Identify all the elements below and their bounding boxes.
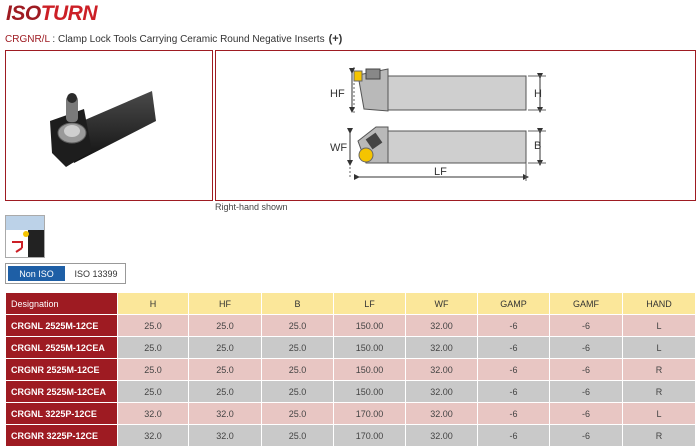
cell-designation[interactable]: CRGNL 2525M-12CEA bbox=[5, 336, 118, 359]
family-code: CRGNR/L bbox=[5, 34, 50, 45]
cell-lf: 150.00 bbox=[333, 336, 406, 359]
family-description: Clamp Lock Tools Carrying Ceramic Round … bbox=[57, 34, 325, 45]
col-h: H bbox=[117, 292, 189, 315]
dimension-drawing: H HF WF B LF bbox=[330, 67, 546, 181]
logo-turn-text: TURN bbox=[40, 2, 98, 25]
cell-gamp: -6 bbox=[477, 314, 550, 337]
tab-iso-13399[interactable]: ISO 13399 bbox=[74, 268, 118, 279]
family-separator: : bbox=[49, 34, 58, 45]
dim-label-h: H bbox=[534, 88, 542, 100]
cell-gamf: -6 bbox=[549, 358, 623, 381]
col-b: B bbox=[261, 292, 334, 315]
col-hand: HAND bbox=[622, 292, 696, 315]
table-row[interactable]: CRGNL 2525M-12CE 25.0 25.0 25.0 150.00 3… bbox=[5, 314, 696, 337]
cell-hf: 25.0 bbox=[188, 314, 262, 337]
cell-designation[interactable]: CRGNL 3225P-12CE bbox=[5, 402, 118, 425]
cell-wf: 32.00 bbox=[405, 314, 478, 337]
cell-h: 25.0 bbox=[117, 358, 189, 381]
cell-hf: 32.0 bbox=[188, 402, 262, 425]
cell-lf: 150.00 bbox=[333, 314, 406, 337]
cell-hf: 25.0 bbox=[188, 358, 262, 381]
cell-gamp: -6 bbox=[477, 402, 550, 425]
toolholder-photo-icon bbox=[50, 91, 156, 167]
cell-h: 25.0 bbox=[117, 380, 189, 403]
cell-gamf: -6 bbox=[549, 380, 623, 403]
tab-non-iso[interactable]: Non ISO bbox=[8, 266, 65, 281]
cell-wf: 32.00 bbox=[405, 402, 478, 425]
cell-lf: 170.00 bbox=[333, 424, 406, 447]
product-photo-panel bbox=[5, 50, 213, 201]
cell-lf: 150.00 bbox=[333, 358, 406, 381]
logo-iso-text: ISO bbox=[6, 2, 41, 25]
cell-hand: L bbox=[622, 336, 696, 359]
diagram-caption: Right-hand shown bbox=[215, 202, 288, 212]
cell-gamp: -6 bbox=[477, 336, 550, 359]
expand-toggle-button[interactable]: (+) bbox=[328, 33, 343, 45]
standard-tabs: Non ISO ISO 13399 bbox=[5, 263, 126, 284]
cell-hand: R bbox=[622, 380, 696, 403]
cell-wf: 32.00 bbox=[405, 380, 478, 403]
col-designation: Designation bbox=[5, 292, 118, 315]
table-row[interactable]: CRGNR 2525M-12CE 25.0 25.0 25.0 150.00 3… bbox=[5, 358, 696, 381]
cell-hand: L bbox=[622, 402, 696, 425]
cell-b: 25.0 bbox=[261, 380, 334, 403]
cell-designation[interactable]: CRGNR 2525M-12CEA bbox=[5, 380, 118, 403]
cell-h: 25.0 bbox=[117, 314, 189, 337]
cell-h: 32.0 bbox=[117, 402, 189, 425]
cell-hand: R bbox=[622, 424, 696, 447]
product-table: Designation H HF B LF WF GAMP GAMF HAND … bbox=[5, 292, 696, 447]
cell-b: 25.0 bbox=[261, 336, 334, 359]
col-lf: LF bbox=[333, 292, 406, 315]
cell-b: 25.0 bbox=[261, 358, 334, 381]
cell-h: 32.0 bbox=[117, 424, 189, 447]
cell-gamf: -6 bbox=[549, 402, 623, 425]
col-wf: WF bbox=[405, 292, 478, 315]
dim-label-hf: HF bbox=[330, 88, 345, 100]
table-row[interactable]: CRGNR 2525M-12CEA 25.0 25.0 25.0 150.00 … bbox=[5, 380, 696, 403]
cell-wf: 32.00 bbox=[405, 424, 478, 447]
cell-hf: 25.0 bbox=[188, 336, 262, 359]
table-row[interactable]: CRGNL 3225P-12CE 32.0 32.0 25.0 170.00 3… bbox=[5, 402, 696, 425]
cell-gamf: -6 bbox=[549, 336, 623, 359]
dimension-diagram-panel: H HF WF B LF bbox=[215, 50, 696, 201]
table-row[interactable]: CRGNL 2525M-12CEA 25.0 25.0 25.0 150.00 … bbox=[5, 336, 696, 359]
col-hf: HF bbox=[188, 292, 262, 315]
cell-gamp: -6 bbox=[477, 380, 550, 403]
cell-hand: L bbox=[622, 314, 696, 337]
dim-label-wf: WF bbox=[330, 142, 347, 154]
dim-label-b: B bbox=[534, 140, 541, 152]
cell-h: 25.0 bbox=[117, 336, 189, 359]
cell-lf: 150.00 bbox=[333, 380, 406, 403]
dim-label-lf: LF bbox=[434, 166, 447, 178]
cell-gamp: -6 bbox=[477, 424, 550, 447]
product-family-title: CRGNR/L : Clamp Lock Tools Carrying Cera… bbox=[5, 33, 342, 46]
hand-orientation-icon[interactable] bbox=[5, 215, 45, 258]
table-header-row: Designation H HF B LF WF GAMP GAMF HAND bbox=[5, 292, 696, 315]
cell-designation[interactable]: CRGNR 2525M-12CE bbox=[5, 358, 118, 381]
cell-wf: 32.00 bbox=[405, 336, 478, 359]
cell-designation[interactable]: CRGNR 3225P-12CE bbox=[5, 424, 118, 447]
table-row[interactable]: CRGNR 3225P-12CE 32.0 32.0 25.0 170.00 3… bbox=[5, 424, 696, 447]
cell-gamf: -6 bbox=[549, 424, 623, 447]
cell-gamp: -6 bbox=[477, 358, 550, 381]
cell-wf: 32.00 bbox=[405, 358, 478, 381]
cell-lf: 170.00 bbox=[333, 402, 406, 425]
col-gamp: GAMP bbox=[477, 292, 550, 315]
cell-designation[interactable]: CRGNL 2525M-12CE bbox=[5, 314, 118, 337]
cell-hf: 25.0 bbox=[188, 380, 262, 403]
col-gamf: GAMF bbox=[549, 292, 623, 315]
cell-b: 25.0 bbox=[261, 402, 334, 425]
cell-b: 25.0 bbox=[261, 314, 334, 337]
cell-gamf: -6 bbox=[549, 314, 623, 337]
cell-hand: R bbox=[622, 358, 696, 381]
cell-b: 25.0 bbox=[261, 424, 334, 447]
cell-hf: 32.0 bbox=[188, 424, 262, 447]
